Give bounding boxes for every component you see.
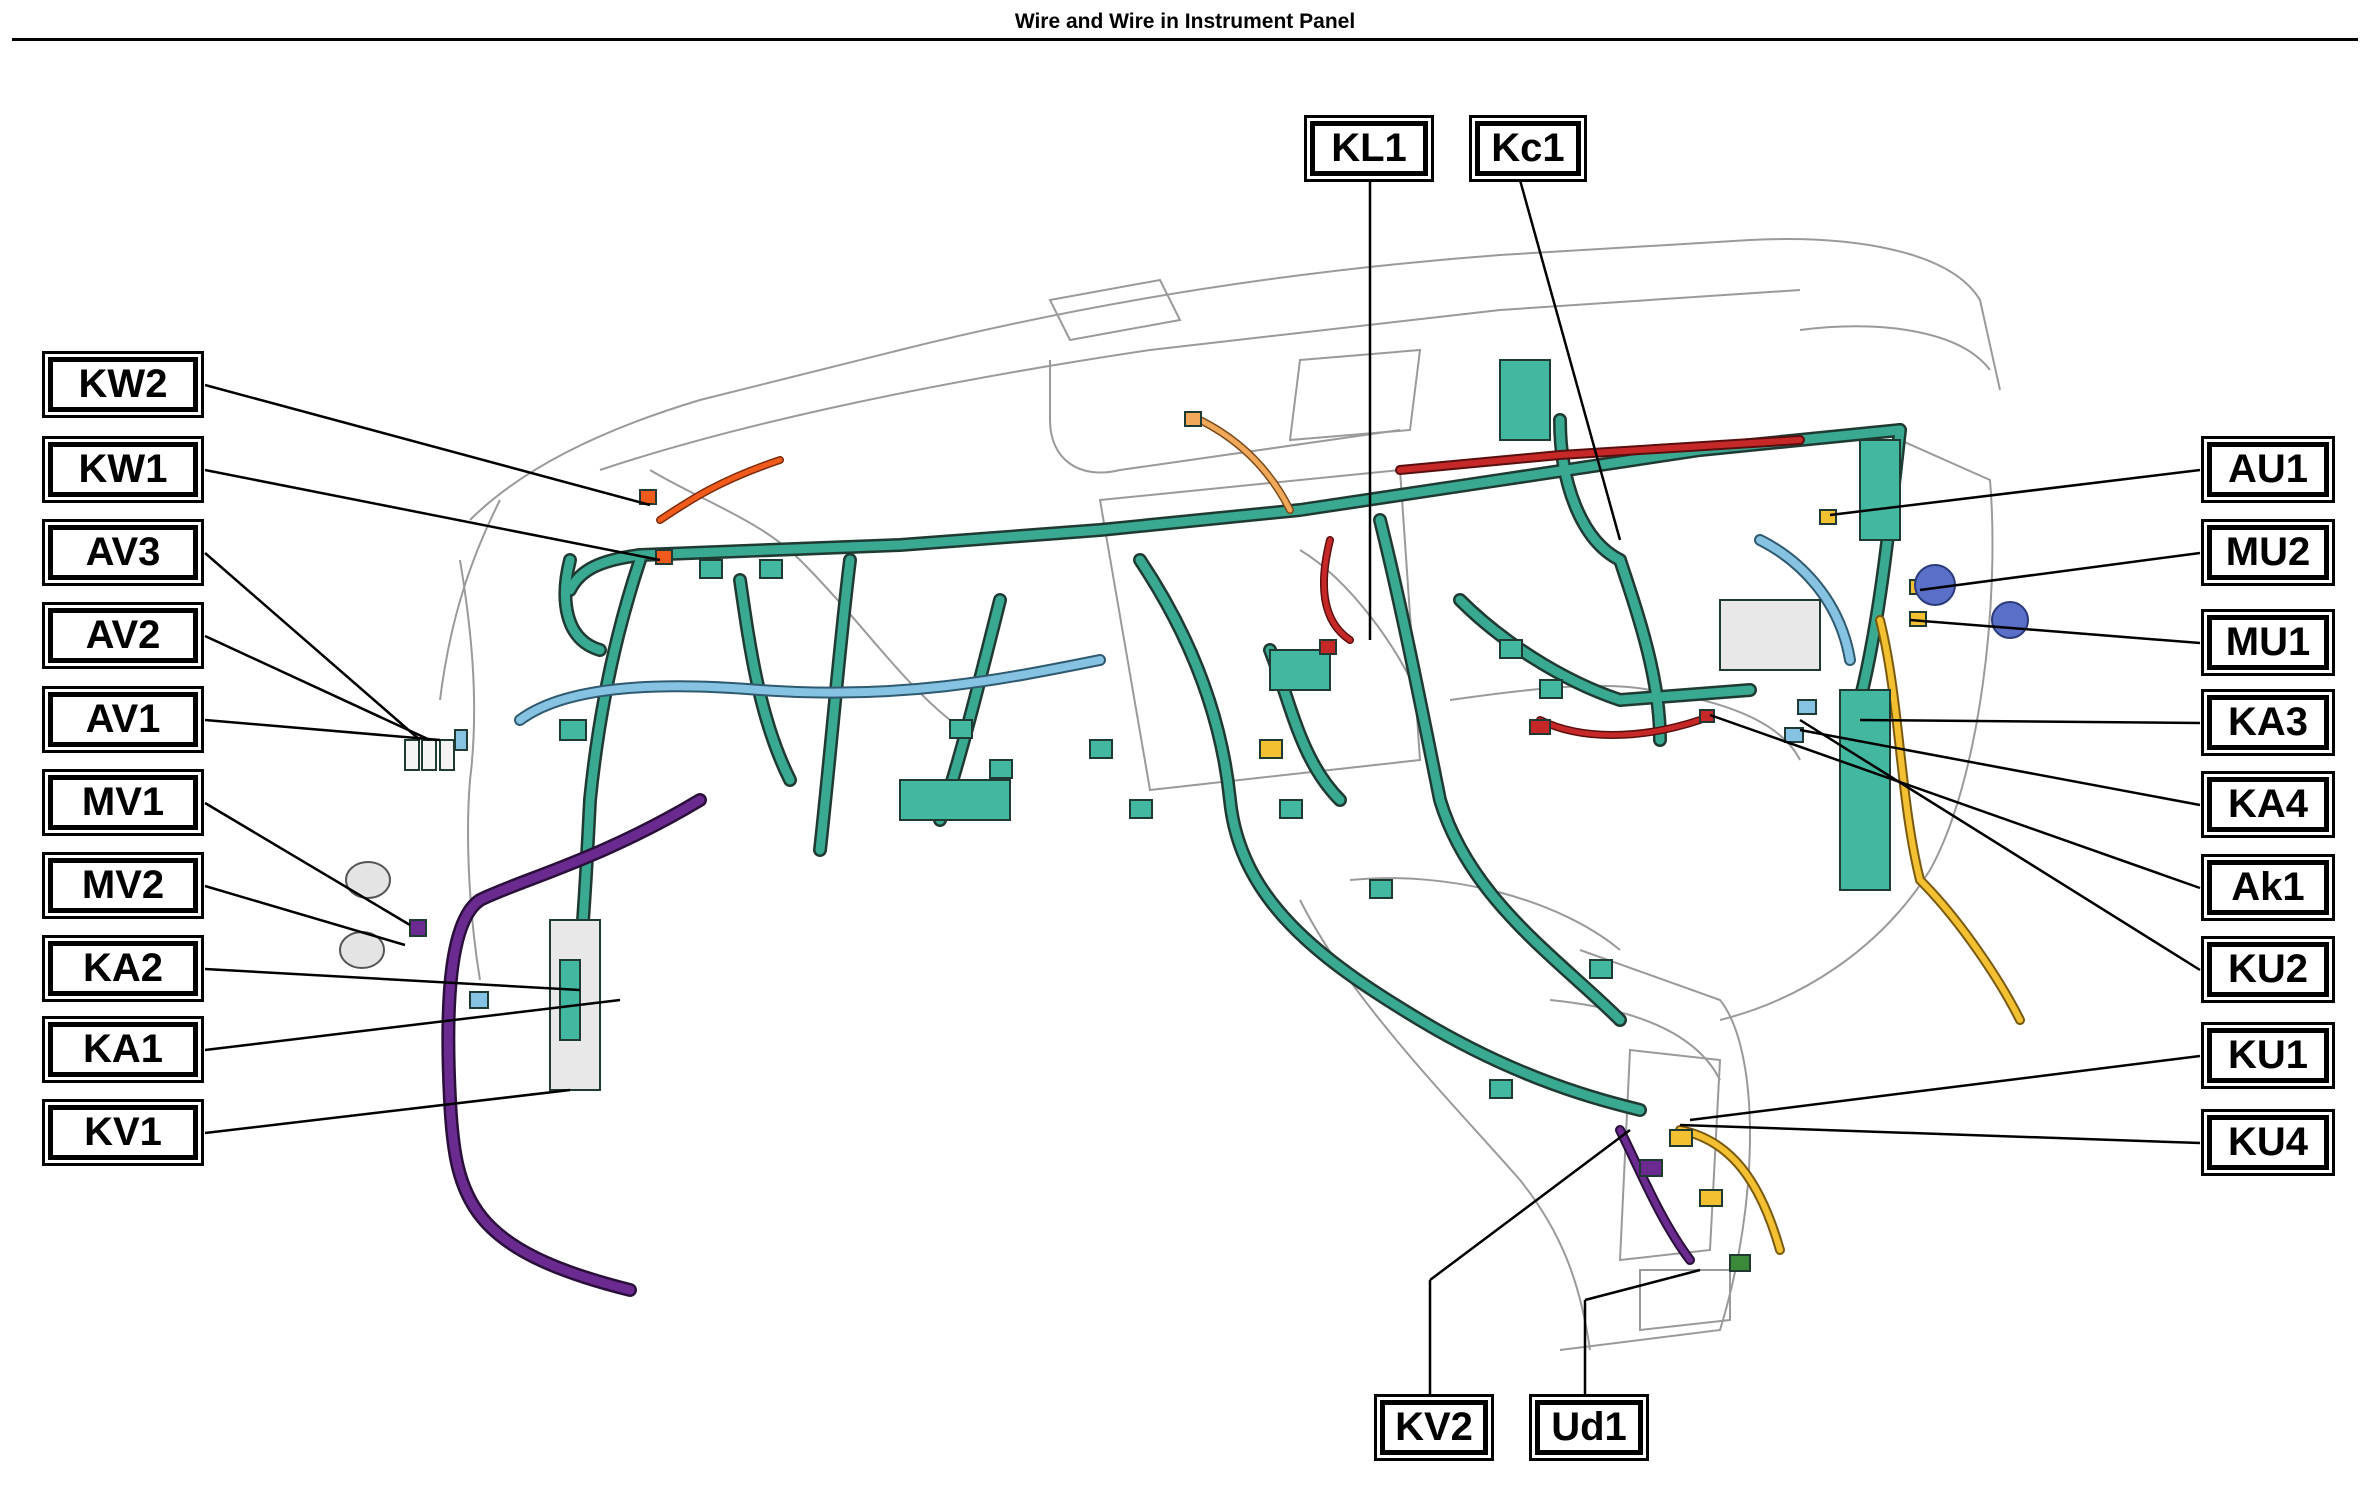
label-Ud1: Ud1	[1535, 1400, 1643, 1455]
orange-harness	[656, 416, 1294, 524]
label-KA1: KA1	[48, 1022, 198, 1077]
main-harness	[558, 413, 1907, 1117]
label-AV3: AV3	[48, 525, 198, 580]
label-KW1: KW1	[48, 442, 198, 497]
yellow-harness	[1675, 615, 2025, 1255]
purple-harness	[441, 793, 1695, 1297]
label-MV2: MV2	[48, 858, 198, 913]
label-KA3: KA3	[2207, 695, 2329, 750]
label-AV2: AV2	[48, 608, 198, 663]
title-rule	[12, 38, 2358, 41]
label-Kc1: Kc1	[1475, 121, 1581, 176]
label-KA4: KA4	[2207, 777, 2329, 832]
grey-parts	[339, 861, 391, 969]
label-MV1: MV1	[48, 775, 198, 830]
label-MU1: MU1	[2207, 615, 2329, 670]
label-Ak1: Ak1	[2207, 860, 2329, 915]
connectors	[404, 359, 1927, 1272]
label-KU4: KU4	[2207, 1115, 2329, 1170]
red-harness	[1320, 435, 1805, 739]
label-KW2: KW2	[48, 357, 198, 412]
label-KU2: KU2	[2207, 942, 2329, 997]
label-KU1: KU1	[2207, 1028, 2329, 1083]
label-KV2: KV2	[1380, 1400, 1488, 1455]
lightblue-harness	[514, 534, 1856, 726]
label-AV1: AV1	[48, 692, 198, 747]
label-AU1: AU1	[2207, 442, 2329, 497]
label-MU2: MU2	[2207, 525, 2329, 580]
instrument-panel-outline	[439, 238, 2001, 1351]
label-KV1: KV1	[48, 1105, 198, 1160]
label-KA2: KA2	[48, 941, 198, 996]
leader-lines	[204, 179, 2201, 1395]
label-KL1: KL1	[1310, 121, 1428, 176]
page-title: Wire and Wire in Instrument Panel	[1014, 10, 1356, 33]
